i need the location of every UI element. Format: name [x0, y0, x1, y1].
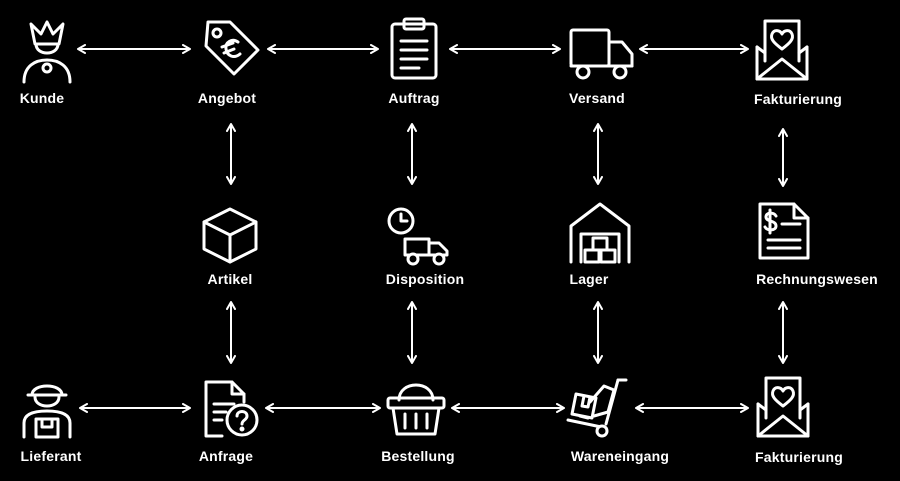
node-label-fakturierung: Fakturierung: [754, 91, 842, 107]
cube-box-icon: [200, 205, 260, 265]
invoice-dollar-icon: [756, 200, 812, 262]
price-tag-euro-icon: [200, 16, 262, 78]
delivery-truck-icon: [568, 26, 636, 82]
document-question-icon: [202, 378, 260, 440]
hand-truck-icon: [566, 376, 632, 438]
node-label-kunde: Kunde: [19, 90, 65, 106]
node-label-disposition: Disposition: [385, 271, 465, 287]
envelope-heart-icon: [752, 17, 812, 83]
node-label-lager: Lager: [569, 271, 609, 287]
customer-crown-icon: [19, 18, 75, 84]
node-label-rechnungswesen: Rechnungswesen: [756, 271, 878, 287]
node-label-versand: Versand: [569, 90, 625, 106]
supplier-courier-icon: [20, 377, 74, 441]
node-label-bestellung: Bestellung: [381, 448, 455, 464]
node-label-auftrag: Auftrag: [388, 90, 440, 106]
node-label-anfrage: Anfrage: [198, 448, 254, 464]
envelope-heart-icon: [753, 374, 813, 440]
node-label-fakturierung: Fakturierung: [755, 449, 843, 465]
clipboard-order-icon: [388, 16, 440, 80]
node-label-lieferant: Lieferant: [20, 448, 82, 464]
node-label-angebot: Angebot: [197, 90, 257, 106]
shopping-basket-icon: [385, 376, 447, 438]
warehouse-icon: [567, 200, 633, 264]
node-label-artikel: Artikel: [207, 271, 253, 287]
clock-truck-icon: [385, 205, 451, 267]
node-label-wareneingang: Wareneingang: [570, 448, 670, 464]
